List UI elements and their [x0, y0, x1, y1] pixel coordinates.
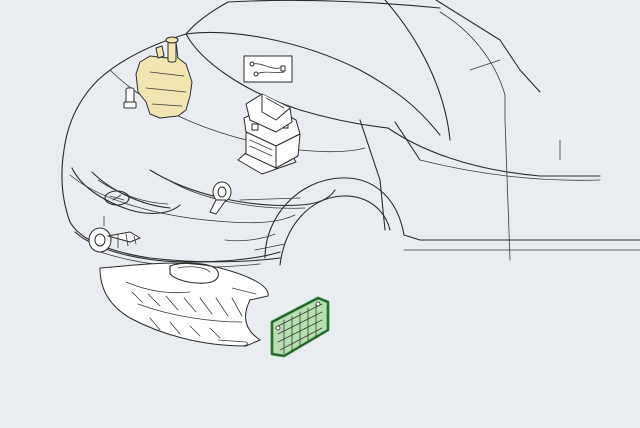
front-air-guide[interactable]: [270, 296, 330, 358]
washer-reservoir[interactable]: [135, 36, 193, 119]
horn-low[interactable]: [88, 215, 141, 253]
washer-pump[interactable]: [123, 87, 137, 109]
battery-cable-inset[interactable]: [243, 55, 293, 83]
horn[interactable]: [209, 181, 232, 215]
vehicle-body-outline: [61, 0, 640, 268]
engine-undercover[interactable]: [99, 262, 269, 347]
battery[interactable]: [237, 93, 301, 175]
